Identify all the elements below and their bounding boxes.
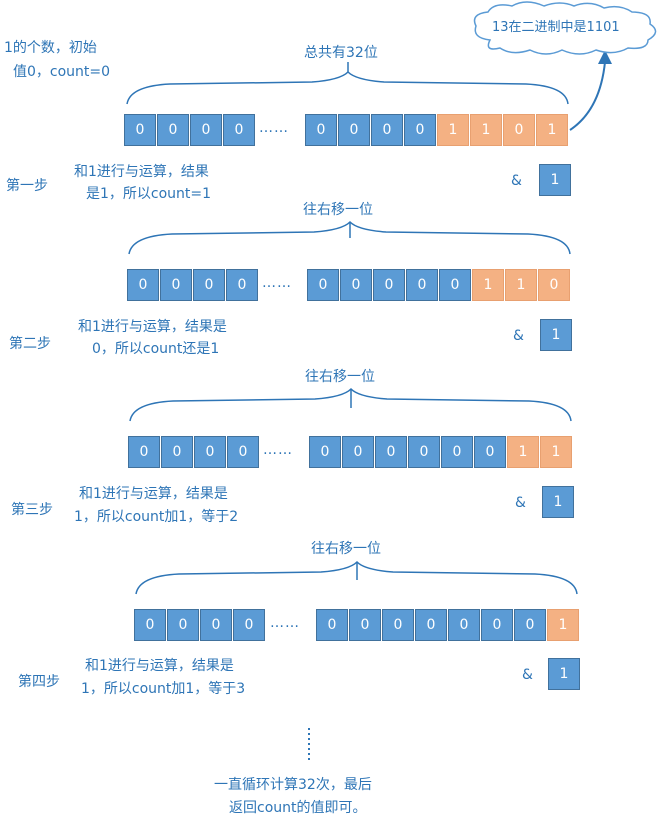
shift-label-2: 往右移一位 (305, 369, 375, 385)
ellipsis-dots: …… (270, 615, 300, 631)
bit-cell: 0 (305, 114, 337, 146)
step-1-label: 第一步 (6, 178, 48, 194)
bit-cell: 0 (371, 114, 403, 146)
shift-label-1: 往右移一位 (303, 202, 373, 218)
bit-cell: 1 (507, 436, 539, 468)
bit-cell: 0 (161, 436, 193, 468)
step-4-desc-2: 1，所以count加1，等于3 (81, 681, 246, 697)
step-2-desc-1: 和1进行与运算，结果是 (78, 319, 227, 335)
cloud-shape (473, 1, 657, 55)
and-operator-2: & (513, 328, 524, 344)
one-box-4: 1 (548, 658, 580, 690)
bit-cell: 0 (441, 436, 473, 468)
one-box-2: 1 (540, 319, 572, 351)
bit-cell: 0 (124, 114, 156, 146)
step-3-label: 第三步 (11, 502, 53, 518)
bit-cell: 0 (134, 609, 166, 641)
bit-cell: 0 (340, 269, 372, 301)
step-4-desc-1: 和1进行与运算，结果是 (85, 658, 234, 674)
footer-line-2: 返回count的值即可。 (229, 800, 367, 816)
bit-cell: 1 (540, 436, 572, 468)
bit-cell: 0 (406, 269, 438, 301)
bit-cell: 0 (373, 269, 405, 301)
bit-cell: 0 (190, 114, 222, 146)
and-operator-3: & (515, 495, 526, 511)
bit-cell: 0 (349, 609, 381, 641)
step-1-desc-2: 是1，所以count=1 (86, 186, 212, 202)
bit-cell: 0 (514, 609, 546, 641)
bit-cell: 0 (448, 609, 480, 641)
step-2-label: 第二步 (9, 336, 51, 352)
intro-line-2: 值0，count=0 (13, 64, 111, 80)
bit-cell: 0 (404, 114, 436, 146)
step-2-desc-2: 0，所以count还是1 (92, 341, 220, 357)
cloud-label: 13在二进制中是1101 (492, 20, 620, 35)
bit-cell: 0 (226, 269, 258, 301)
bit-cell: 0 (316, 609, 348, 641)
ellipsis-dots: …… (263, 442, 293, 458)
bit-cell: 0 (309, 436, 341, 468)
bit-cell: 0 (227, 436, 259, 468)
bit-cell: 1 (547, 609, 579, 641)
bit-cell: 1 (472, 269, 504, 301)
bit-cell: 0 (474, 436, 506, 468)
bit-cell: 0 (200, 609, 232, 641)
brace-1 (126, 70, 569, 105)
bit-cell: 0 (307, 269, 339, 301)
bit-cell: 1 (437, 114, 469, 146)
step-1-desc-1: 和1进行与运算，结果 (74, 164, 209, 180)
bit-cell: 0 (233, 609, 265, 641)
ellipsis-dots: …… (262, 275, 292, 291)
bit-cell: 0 (538, 269, 570, 301)
step-3-desc-1: 和1进行与运算，结果是 (79, 486, 228, 502)
bit-cell: 0 (167, 609, 199, 641)
bit-cell: 0 (157, 114, 189, 146)
one-box-1: 1 (539, 164, 571, 196)
bit-cell: 0 (481, 609, 513, 641)
bit-cell: 1 (470, 114, 502, 146)
bit-cell: 0 (375, 436, 407, 468)
bit-cell: 0 (415, 609, 447, 641)
bit-cell: 0 (439, 269, 471, 301)
step-3-desc-2: 1，所以count加1，等于2 (74, 509, 239, 525)
bit-cell: 0 (160, 269, 192, 301)
shift-label-3: 往右移一位 (311, 541, 381, 557)
bit-cell: 0 (338, 114, 370, 146)
and-operator-1: & (511, 173, 522, 189)
ellipsis-dots: …… (259, 120, 289, 136)
bit-cell: 0 (503, 114, 535, 146)
bit-cell: 1 (536, 114, 568, 146)
bit-cell: 0 (128, 436, 160, 468)
bit-cell: 0 (223, 114, 255, 146)
footer-line-1: 一直循环计算32次，最后 (214, 777, 372, 793)
bit-cell: 0 (194, 436, 226, 468)
bit-cell: 0 (193, 269, 225, 301)
total-bits-label: 总共有32位 (304, 45, 378, 61)
bit-cell: 0 (382, 609, 414, 641)
one-box-3: 1 (542, 486, 574, 518)
intro-line-1: 1的个数，初始 (4, 40, 97, 56)
bit-cell: 1 (505, 269, 537, 301)
bit-cell: 0 (342, 436, 374, 468)
and-operator-4: & (522, 667, 533, 683)
arrow-to-cloud (569, 61, 606, 131)
bit-cell: 0 (408, 436, 440, 468)
step-4-label: 第四步 (18, 674, 60, 690)
bit-cell: 0 (127, 269, 159, 301)
